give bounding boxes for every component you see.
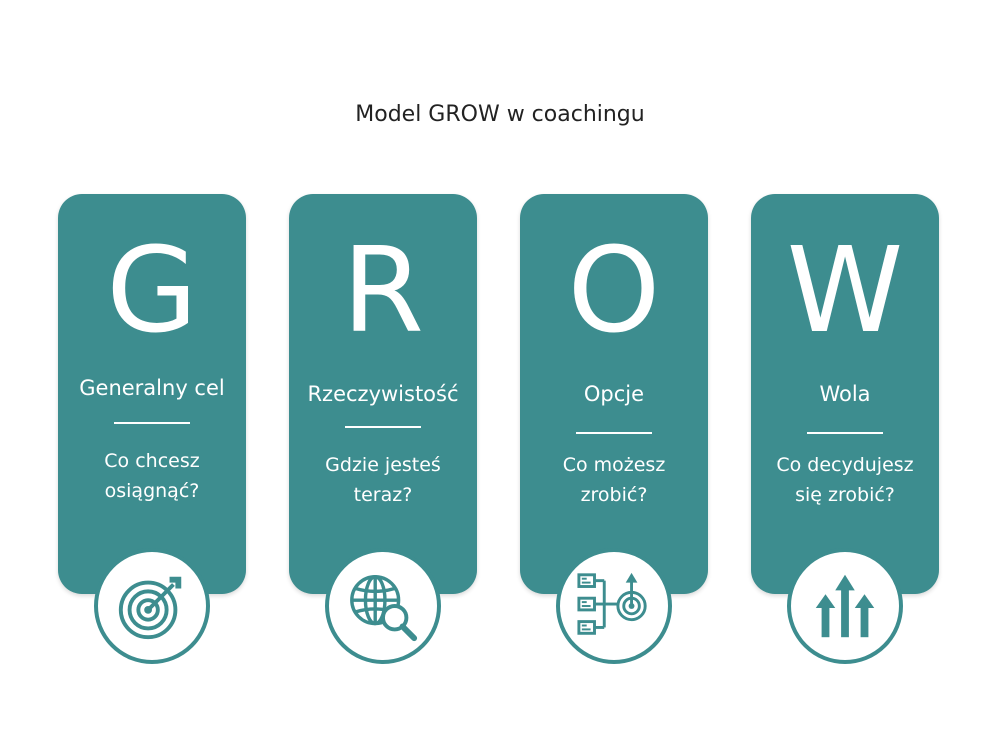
card-question: Co chcesz osiągnąć? (104, 450, 200, 502)
options-flow-target-icon (577, 572, 647, 635)
up-arrows-icon (815, 574, 875, 638)
card-letter: O (567, 221, 661, 359)
divider (807, 432, 883, 434)
divider (345, 426, 421, 428)
divider (114, 422, 190, 424)
target-icon (118, 576, 182, 640)
grow-card-o: O Opcje Co możesz zrobić? (520, 194, 708, 594)
card-heading: Rzeczywistość (307, 382, 459, 406)
card-letter: W (786, 221, 904, 359)
icon-circle-g (94, 548, 210, 664)
card-heading: Wola (819, 382, 871, 406)
grow-card-g: G Generalny cel Co chcesz osiągnąć? (58, 194, 246, 594)
card-heading: Generalny cel (79, 376, 225, 400)
card-heading: Opcje (583, 382, 645, 406)
icon-circle-r (325, 548, 441, 664)
card-question: Co decydujesz się zrobić? (776, 454, 914, 506)
globe-magnifier-icon (350, 575, 418, 642)
grow-card-w: W Wola Co decydujesz się zrobić? (751, 194, 939, 594)
divider (576, 432, 652, 434)
card-question: Gdzie jesteś teraz? (325, 454, 441, 506)
card-question: Co możesz zrobić? (562, 454, 666, 506)
icon-circle-o (556, 548, 672, 664)
card-letter: R (342, 221, 424, 359)
page-title: Model GROW w coachingu (355, 102, 645, 127)
icon-circle-w (787, 548, 903, 664)
card-letter: G (106, 221, 198, 359)
grow-card-r: R Rzeczywistość Gdzie jesteś teraz? (289, 194, 477, 594)
